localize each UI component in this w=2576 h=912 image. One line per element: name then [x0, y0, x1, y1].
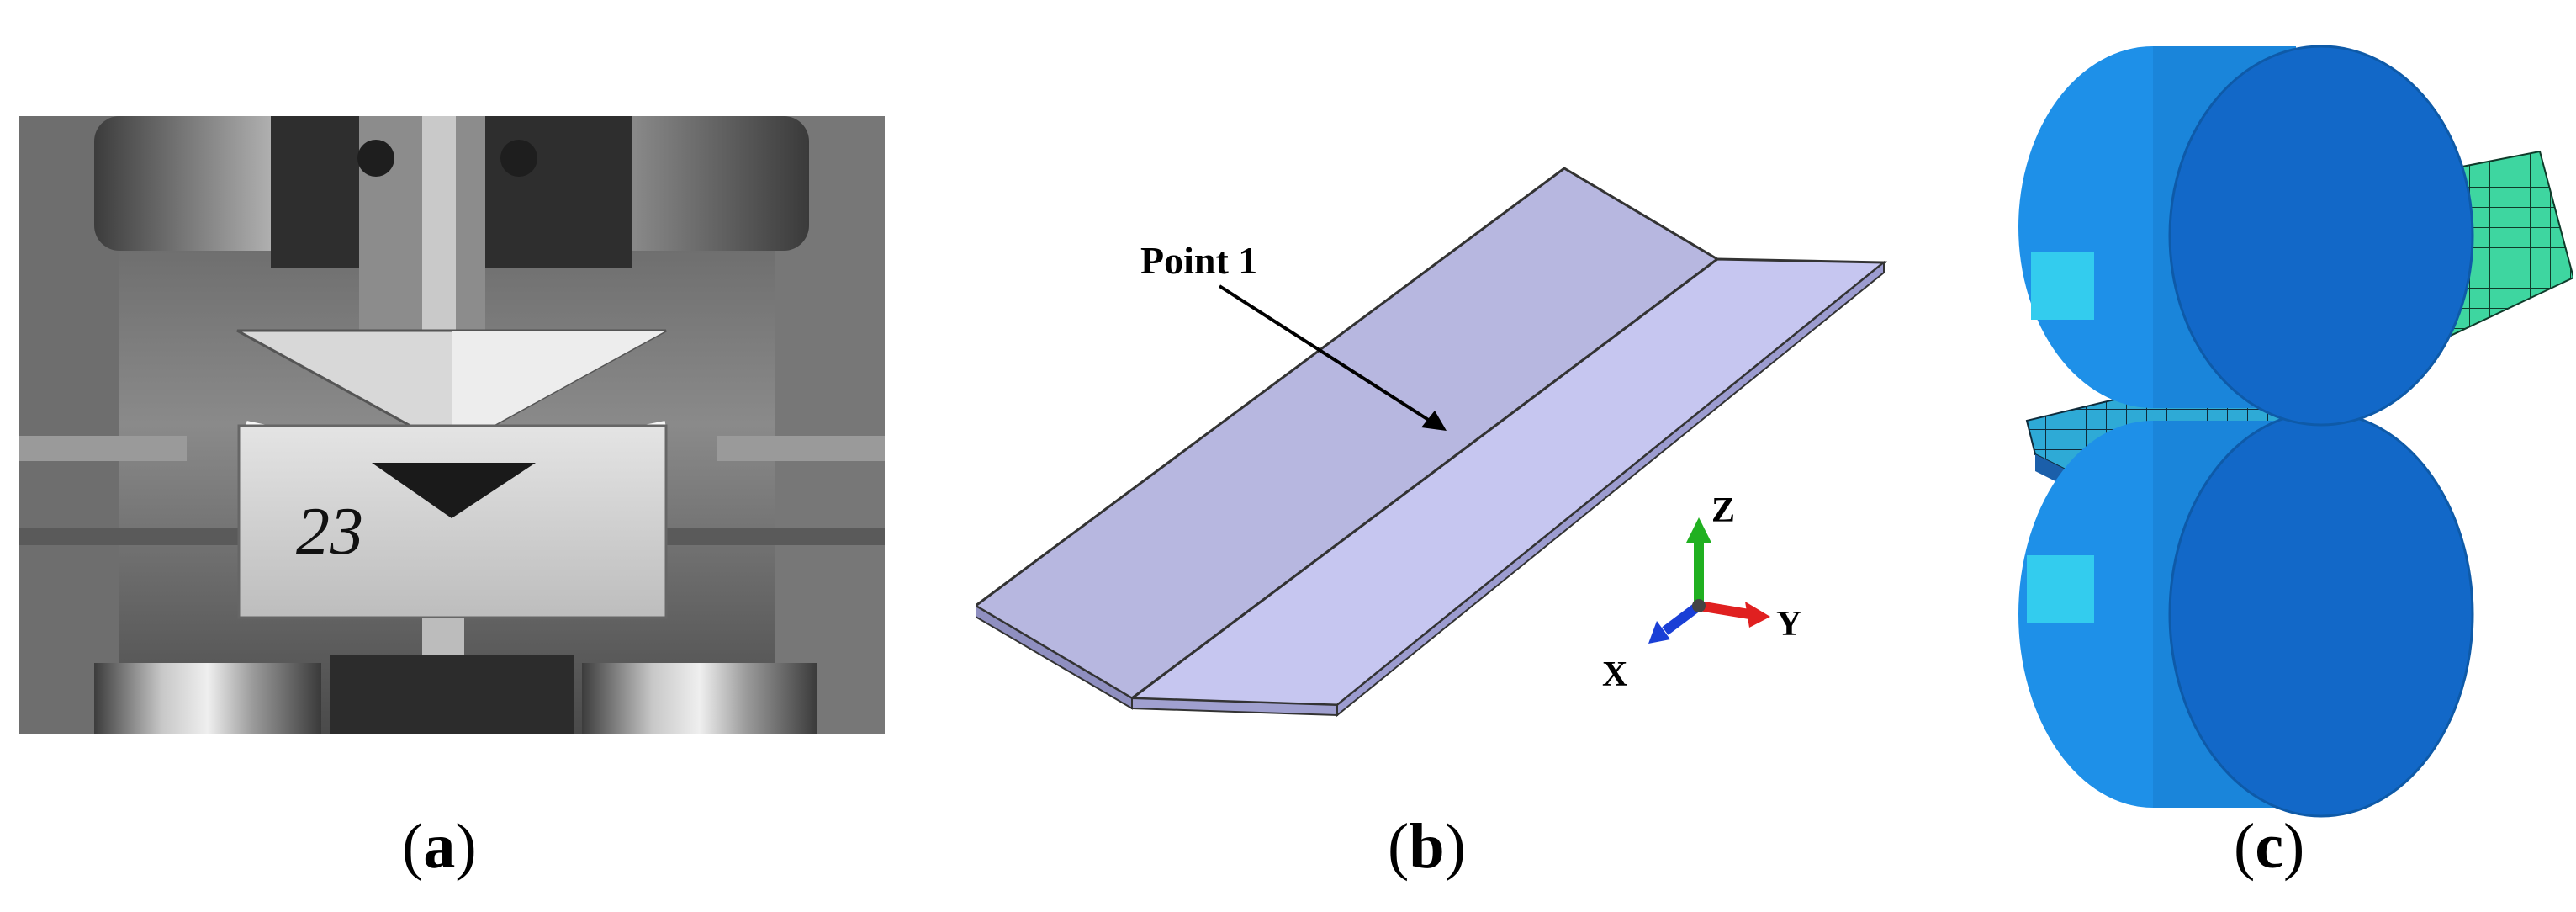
lower-roller	[2018, 411, 2474, 818]
rolling-fe-model-panel	[1985, 25, 2575, 833]
point-1-label: Point 1	[1140, 239, 1257, 282]
bend-test-photo: 23	[19, 116, 885, 734]
plate-model-panel: Point 1 Z Y X	[973, 160, 1892, 732]
upper-roller	[2018, 45, 2474, 427]
axis-x-label: X	[1602, 655, 1627, 694]
axis-z-label: Z	[1711, 491, 1735, 530]
photo-panel-bend-test: 23	[19, 116, 885, 734]
caption-c: (c)	[2234, 811, 2305, 882]
coordinate-axes-icon: Z Y X	[1602, 491, 1801, 694]
rolling-fe-model-drawing	[2018, 45, 2575, 818]
axis-y-label: Y	[1776, 605, 1801, 644]
annotation-arrow	[1218, 284, 1431, 422]
plate-model-drawing: Point 1 Z Y X	[973, 167, 1888, 718]
sample-number-marking: 23	[296, 495, 363, 569]
caption-a: (a)	[402, 811, 477, 882]
caption-b: (b)	[1388, 811, 1466, 882]
